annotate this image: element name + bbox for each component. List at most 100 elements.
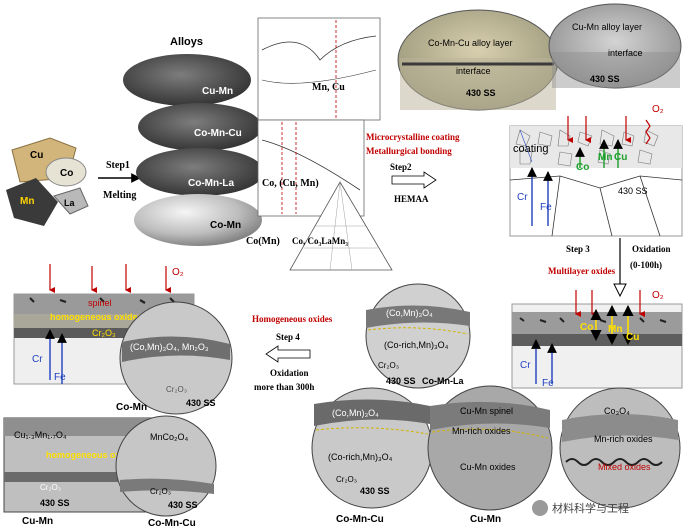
co-piece — [45, 157, 87, 187]
micro2-interface: interface — [608, 48, 643, 58]
homog-cr: Cr — [32, 354, 43, 365]
alloy-label-co-mn-la: Co-Mn-La — [188, 178, 235, 189]
metal-pieces: Cu Co Mn La — [6, 137, 89, 226]
coating-schematic: coating O₂ Co Mn Cu Cr Fe 430 SS — [509, 104, 683, 237]
homog-cr2o3: Cr₂O₃ — [92, 328, 116, 338]
phase-diagram-cu-mn: Mn, Cu — [257, 17, 381, 121]
step2-red-1: Microcrystalline coating — [366, 132, 460, 142]
alloys-title: Alloys — [170, 36, 203, 48]
alloy-label-co-mn-cu: Co-Mn-Cu — [194, 128, 242, 139]
alloy-cu-mn — [123, 54, 251, 106]
step2-arrow — [391, 171, 437, 189]
mn-piece — [6, 178, 58, 226]
bottom-comncu1-cr2o3: Cr₂O₃ — [150, 487, 171, 496]
bottom-comncu2-b: (Co-rich,Mn)₃O₄ — [328, 452, 393, 462]
micrograph-co-mn-la: (Co,Mn)₃O₄ (Co-rich,Mn)₃O₄ Cr₂O₃ 430 SS … — [365, 283, 471, 389]
coating-substrate: 430 SS — [618, 186, 648, 196]
bottom-cumn2-b: Mn-rich oxides — [452, 426, 511, 436]
comnla-cr2o3: Cr₂O₃ — [378, 361, 399, 370]
multilayer-fe: Fe — [542, 378, 554, 389]
homog-oxides: homogeneous oxides — [50, 312, 143, 322]
homog-fe: Fe — [54, 372, 66, 383]
multilayer-mn: Mn — [608, 324, 622, 335]
micrograph-bottom-co-mn-cu-2: (Co,Mn)₃O₄ (Co-rich,Mn)₃O₄ Cr₂O₃ 430 SS … — [311, 387, 433, 525]
metal-label-mn: Mn — [20, 196, 34, 207]
step4-arrow — [265, 345, 311, 363]
step3-oxidation: Oxidation — [632, 244, 671, 254]
phase-label-ternary: Co, Co₃LaMn₃ — [292, 236, 348, 246]
step2-sub: HEMAA — [394, 194, 429, 204]
alloy-label-cu-mn: Cu-Mn — [202, 86, 233, 97]
alloy-co-mn-la — [136, 148, 264, 196]
bottom-cumn2-c: Cu-Mn oxides — [460, 462, 516, 472]
homog-spinel: spinel — [88, 298, 112, 308]
phase-diagram-ternary: Co, Co₃LaMn₃ — [289, 181, 393, 271]
metal-label-co: Co — [60, 168, 73, 179]
bottom-cumn-oxide: Cu₁.₃Mn₁.₇O₄ — [14, 430, 67, 440]
coating-fe: Fe — [540, 202, 552, 213]
bottom-cumn-caption: Cu-Mn — [22, 516, 53, 527]
coating-mn: Mn — [598, 152, 612, 163]
la-piece — [53, 187, 89, 215]
coating-cr: Cr — [517, 192, 528, 203]
coating-label: coating — [513, 143, 548, 155]
phase-label-top: Mn, Cu — [312, 82, 345, 93]
step1-sub: Melting — [103, 190, 136, 201]
coating-co: Co — [576, 162, 589, 173]
step2-label: Step2 — [390, 162, 412, 172]
alloy-label-co-mn: Co-Mn — [210, 220, 241, 231]
comnla-substrate: 430 SS — [386, 376, 416, 386]
coating-cu: Cu — [614, 152, 627, 163]
alloy-co-mn-cu — [138, 103, 262, 151]
step3-red: Multilayer oxides — [548, 266, 616, 276]
metal-label-la: La — [64, 198, 75, 208]
step3-time: (0-100h) — [630, 260, 662, 270]
bottom-mixed-c: Mixed oxides — [598, 462, 651, 472]
bottom-cumn2-caption: Cu-Mn — [470, 514, 501, 525]
comn-substrate: 430 SS — [186, 398, 216, 408]
bottom-comncu2-a: (Co,Mn)₃O₄ — [332, 408, 379, 418]
step2-red-2: Metallurgical bonding — [366, 146, 452, 156]
step4-red: Homogeneous oxides — [252, 314, 333, 324]
comn-oxides: (Co,Mn)₃O₄, Mn₂O₃ — [130, 342, 209, 352]
phase-label-co-mn: Co(Mn) — [246, 236, 280, 247]
bottom-comncu1-substrate: 430 SS — [168, 500, 198, 510]
micro2-layer: Cu-Mn alloy layer — [572, 22, 642, 32]
multilayer-cr: Cr — [520, 360, 531, 371]
multilayer-o2: O₂ — [652, 290, 664, 301]
micrograph-bottom-mixed: Co₃O₄ Mn-rich oxides Mixed oxides — [559, 387, 681, 509]
bottom-cumn-homog: homogeneous oxides — [46, 450, 139, 460]
bottom-comncu1-oxide: MnCo₂O₄ — [150, 432, 189, 442]
comn-cr2o3: Cr₂O₃ — [166, 385, 187, 394]
step4-time: more than 300h — [254, 382, 314, 392]
bottom-comncu2-caption: Co-Mn-Cu — [336, 514, 384, 525]
micrograph-bottom-cu-mn-spinel: Cu-Mn spinel Mn-rich oxides Cu-Mn oxides… — [427, 385, 553, 525]
comnla-top: (Co,Mn)₃O₄ — [386, 308, 433, 318]
micrograph-co-mn: (Co,Mn)₃O₄, Mn₂O₃ Cr₂O₃ 430 SS Co-Mn — [116, 301, 233, 415]
step4-oxidation: Oxidation — [270, 368, 309, 378]
multilayer-cu: Cu — [626, 332, 639, 343]
bottom-comncu2-substrate: 430 SS — [360, 486, 390, 496]
metal-label-cu: Cu — [30, 150, 43, 161]
watermark-text: 材料科学与工程 — [552, 501, 629, 515]
micro1-interface: interface — [456, 66, 491, 76]
bottom-cumn-cr2o3: Cr₂O₃ — [40, 483, 61, 492]
bottom-mixed-b: Mn-rich oxides — [594, 434, 653, 444]
comn-caption: Co-Mn — [116, 402, 147, 413]
bottom-cumn2-a: Cu-Mn spinel — [460, 406, 513, 416]
micrograph-bottom-co-mn-cu-1: MnCo₂O₄ Cr₂O₃ 430 SS Co-Mn-Cu — [115, 415, 217, 529]
comnla-caption: Co-Mn-La — [422, 376, 464, 386]
micro1-layer: Co-Mn-Cu alloy layer — [428, 38, 513, 48]
step1-label: Step1 — [106, 160, 130, 171]
comnla-mid: (Co-rich,Mn)₃O₄ — [384, 340, 449, 350]
coating-o2: O₂ — [652, 104, 664, 115]
phase-label-mid: Co, (Cu, Mn) — [262, 178, 319, 189]
multilayer-schematic: O₂ Co Mn Cu Cr Fe — [511, 290, 683, 389]
bottom-cumn-substrate: 430 SS — [40, 498, 70, 508]
step4-label: Step 4 — [276, 332, 300, 342]
multilayer-co: Co — [580, 322, 593, 333]
homog-o2: O₂ — [172, 267, 184, 278]
micrograph-cu-mn-layer: Cu-Mn alloy layer interface 430 SS — [548, 3, 682, 89]
